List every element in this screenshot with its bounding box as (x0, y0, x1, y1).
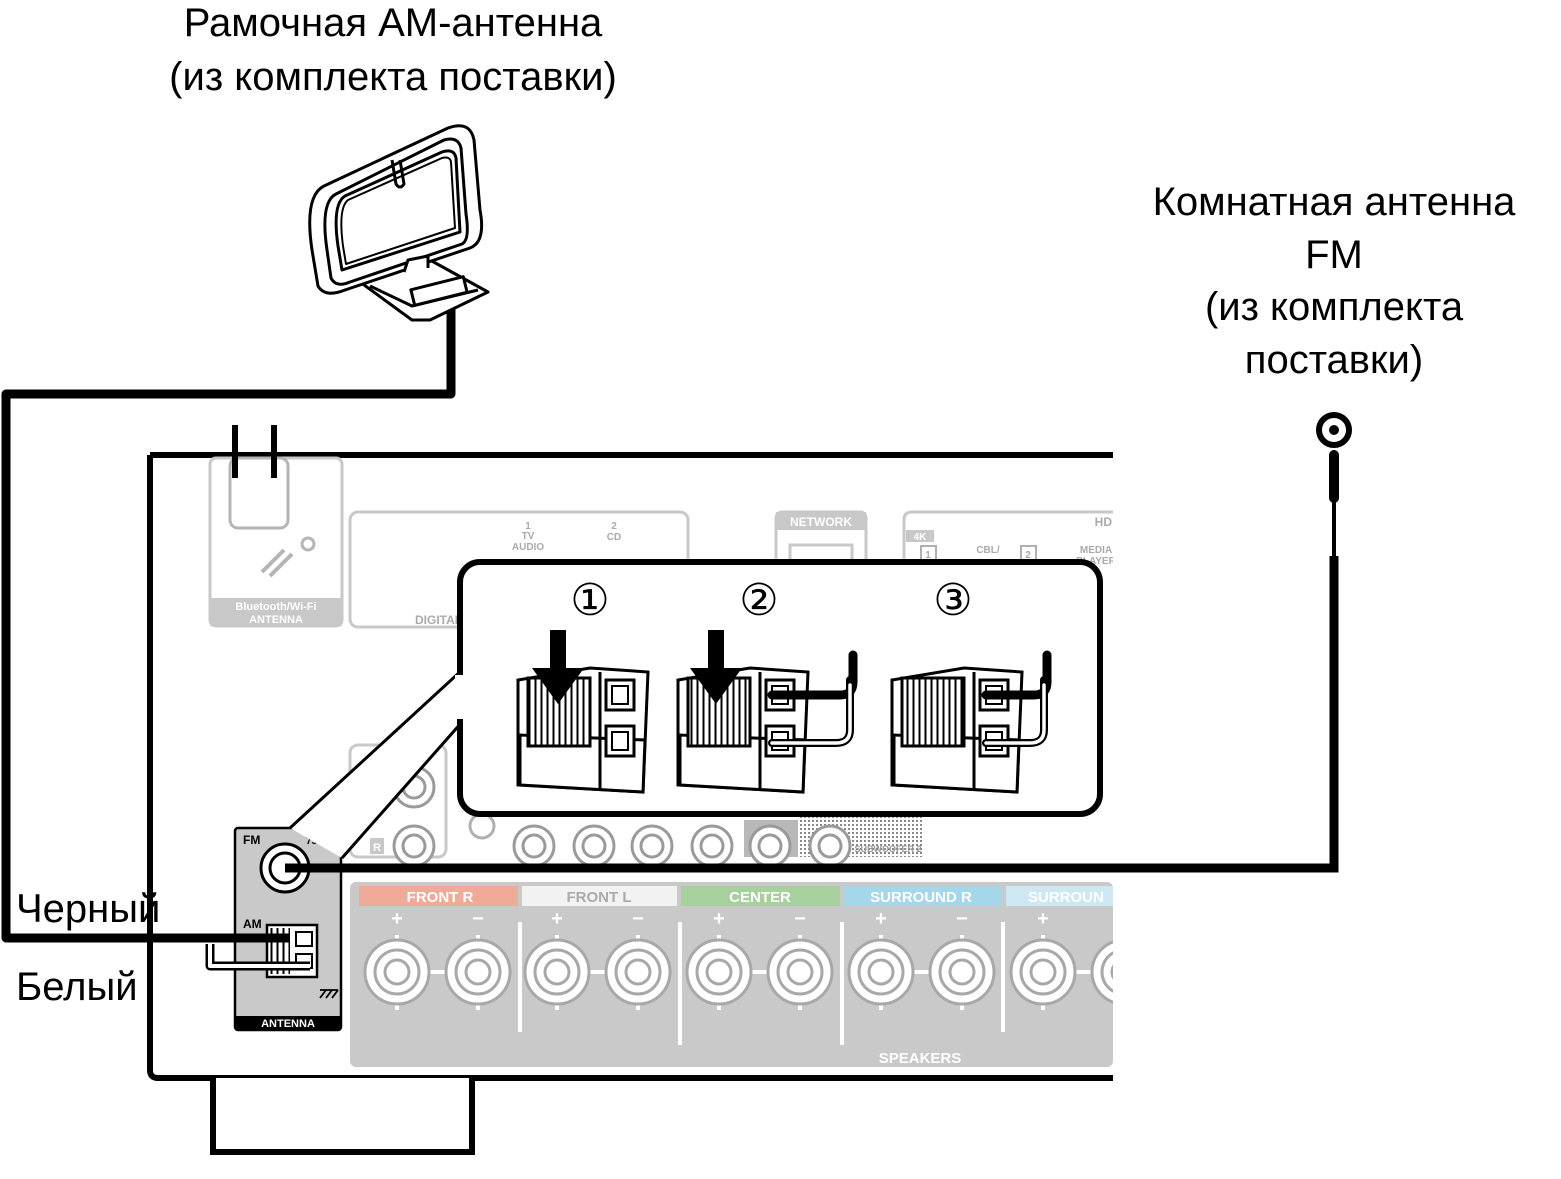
bt-antenna-label-1: Bluetooth/Wi-Fi (235, 601, 316, 613)
bluetooth-antenna-connector: Bluetooth/Wi-Fi ANTENNA (208, 456, 344, 628)
player-label: PLAYER (1076, 556, 1116, 567)
digital-label: DIGITAL (415, 613, 462, 627)
hdmi-inputs: HD 4K 1 CBL/ 2 MEDIA PLAYER (902, 510, 1117, 627)
antenna-terminal-label: ANTENNA (261, 1018, 315, 1030)
subwoofer2-label: SUBWOOFER 2 (854, 844, 921, 854)
plus-mark: + (391, 908, 403, 930)
ground-icon (319, 989, 339, 999)
cd-number: 2 (611, 521, 617, 532)
media-label: MEDIA (1080, 545, 1112, 556)
bt-antenna-label-2: ANTENNA (249, 614, 303, 626)
speakers-label: SPEAKERS (879, 1050, 962, 1067)
wire-white-label: Белый (16, 965, 138, 1009)
network-label: NETWORK (790, 515, 852, 529)
am-antenna-subtitle: (из комплекта поставки) (169, 55, 617, 99)
am-terminal-label: AM (243, 917, 262, 931)
minus-mark: − (632, 908, 644, 930)
zoom-callout: ① ② ③ (288, 559, 1103, 859)
am-loop-antenna-icon (308, 124, 490, 322)
cd-label: CD (607, 532, 621, 543)
step-2-wires (767, 650, 858, 747)
speaker-terminals: FRONT R FRONT L CENTER SURROUND R SURROU… (350, 882, 1158, 1067)
hdmi-label: HD (1095, 515, 1113, 529)
push-down-arrow-icon (690, 630, 742, 704)
tv-label: TV (522, 531, 535, 542)
fm-antenna-subtitle-2: поставки) (1245, 338, 1423, 382)
step-2-terminal-icon (676, 666, 810, 794)
speaker-group-front-l: FRONT L (567, 889, 632, 906)
push-down-arrow-icon (532, 630, 584, 704)
fm-antenna-title-1: Комнатная антенна (1153, 180, 1517, 224)
step-1-number: ① (570, 576, 609, 625)
speaker-group-front-r: FRONT R (407, 889, 474, 906)
speaker-group-surround-l: SURROUN (1028, 889, 1104, 906)
preout-row: SUBWOOFER 2 (458, 812, 924, 868)
minus-mark: − (794, 908, 806, 930)
plus-mark: + (1037, 908, 1049, 930)
fm-terminal-label: FM (243, 833, 260, 847)
plus-mark: + (875, 908, 887, 930)
hdmi-in1-number: 1 (925, 550, 931, 561)
fm-antenna-subtitle-1: (из комплекта (1205, 285, 1464, 329)
am-antenna-cable (1, 305, 456, 971)
minus-mark: − (956, 908, 968, 930)
plus-mark: + (713, 908, 725, 930)
wire-black-label: Черный (16, 887, 160, 931)
speaker-group-surround-r: SURROUND R (870, 889, 972, 906)
fm-antenna-title-2: FM (1305, 233, 1363, 277)
plus-mark: + (551, 908, 563, 930)
am-antenna-title: Рамочная АМ-антенна (184, 1, 603, 45)
antenna-terminal-block: FM 75Ω AM ANTENNA (233, 826, 343, 1032)
step-3-number: ③ (933, 576, 972, 625)
step-1-terminal-icon (516, 666, 650, 794)
tv-audio-number: 1 (525, 521, 531, 532)
speaker-group-center: CENTER (729, 889, 791, 906)
4k-label: 4K (914, 532, 928, 543)
fm-antenna-cable (285, 412, 1352, 873)
step-3-terminal-icon (890, 666, 1024, 794)
minus-mark: − (472, 908, 484, 930)
hdmi-in2-number: 2 (1025, 550, 1031, 561)
input-r-label: R (373, 842, 381, 854)
step-3-wires (981, 650, 1052, 747)
antenna-mount-icon (260, 548, 294, 578)
audio-label: AUDIO (512, 542, 544, 553)
step-2-number: ② (739, 576, 778, 625)
cbl-label: CBL/ (976, 545, 1000, 556)
